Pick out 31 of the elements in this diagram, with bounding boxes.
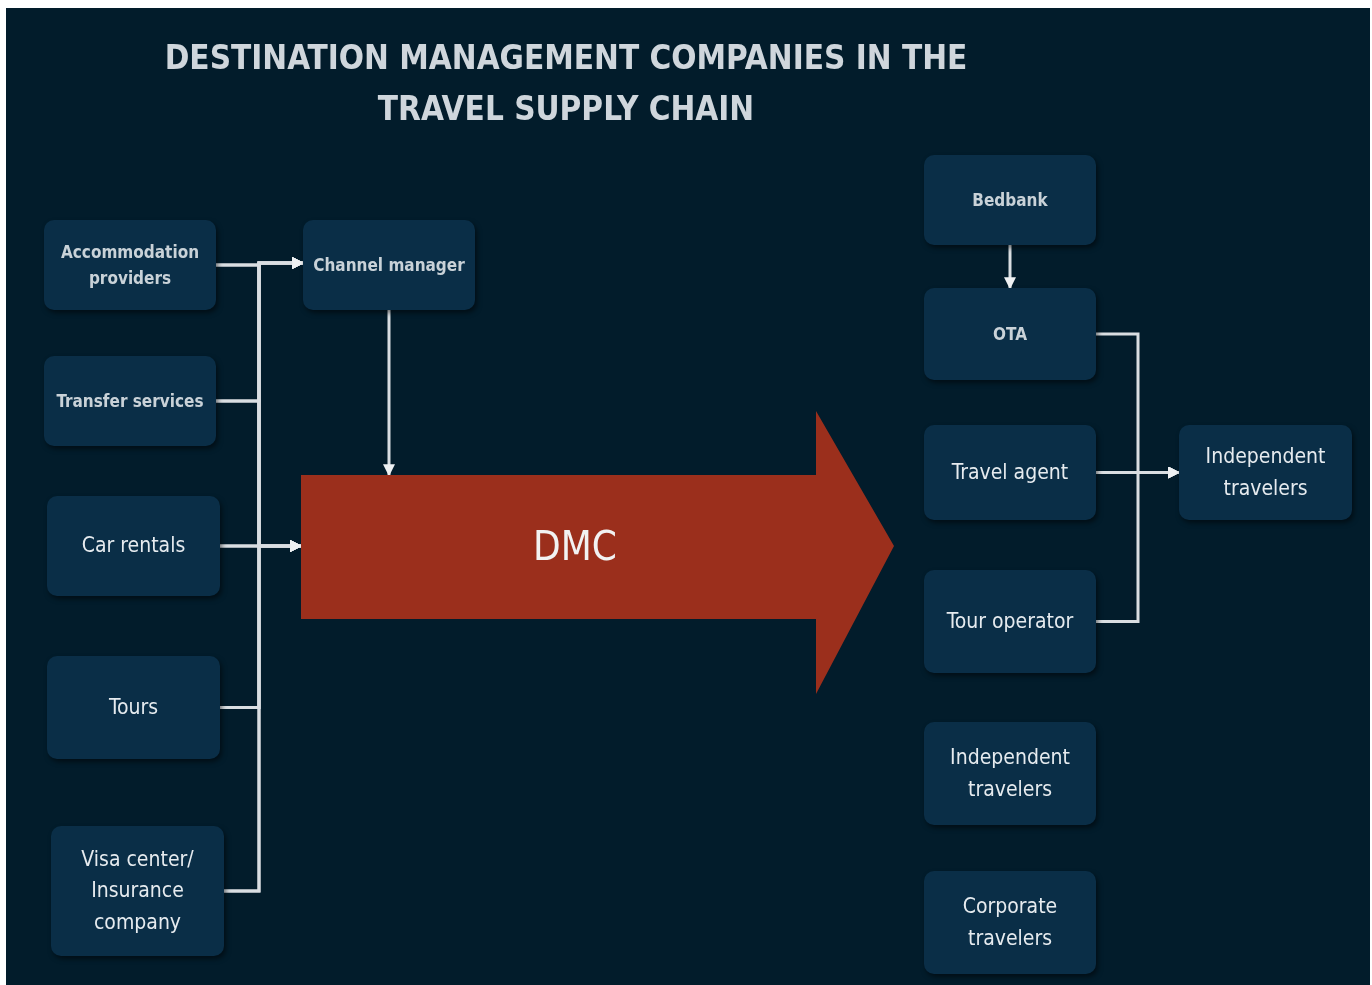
node-label: Tours (107, 693, 160, 721)
rounded-box (47, 656, 220, 759)
rounded-box (924, 722, 1096, 825)
node-label: Tour operator (945, 607, 1075, 635)
node-label: Bedbank (971, 188, 1049, 212)
rounded-box (44, 220, 216, 310)
rounded-box (44, 356, 216, 446)
rounded-box (924, 425, 1096, 520)
node-label: DMC (532, 522, 618, 571)
node-label: Accommodation providers (59, 240, 201, 290)
connector-arrow (1004, 245, 1016, 290)
diagram-title: DESTINATION MANAGEMENT COMPANIES IN THE TRAVEL SUPPLY CHAIN (163, 37, 969, 130)
rounded-box (924, 570, 1096, 673)
rounded-box (924, 155, 1096, 245)
node-label: Channel manager (312, 253, 466, 277)
node-label: Independent travelers (1204, 443, 1327, 502)
rounded-box (303, 220, 475, 310)
rounded-box (47, 496, 220, 596)
node-label: Visa center/ Insurance company (80, 845, 195, 936)
rounded-box (924, 288, 1096, 380)
connector-arrow (383, 310, 395, 477)
node-label: Travel agent (950, 458, 1070, 486)
arrow-shape (301, 411, 894, 694)
rounded-box (51, 826, 224, 956)
node-label: Car rentals (80, 532, 187, 560)
node-label: Transfer services (55, 389, 205, 413)
rounded-box (924, 871, 1096, 974)
rounded-box (1179, 425, 1352, 520)
node-label: Corporate travelers (961, 893, 1059, 952)
node-label: OTA (992, 322, 1028, 346)
node-label: Independent travelers (949, 744, 1071, 803)
